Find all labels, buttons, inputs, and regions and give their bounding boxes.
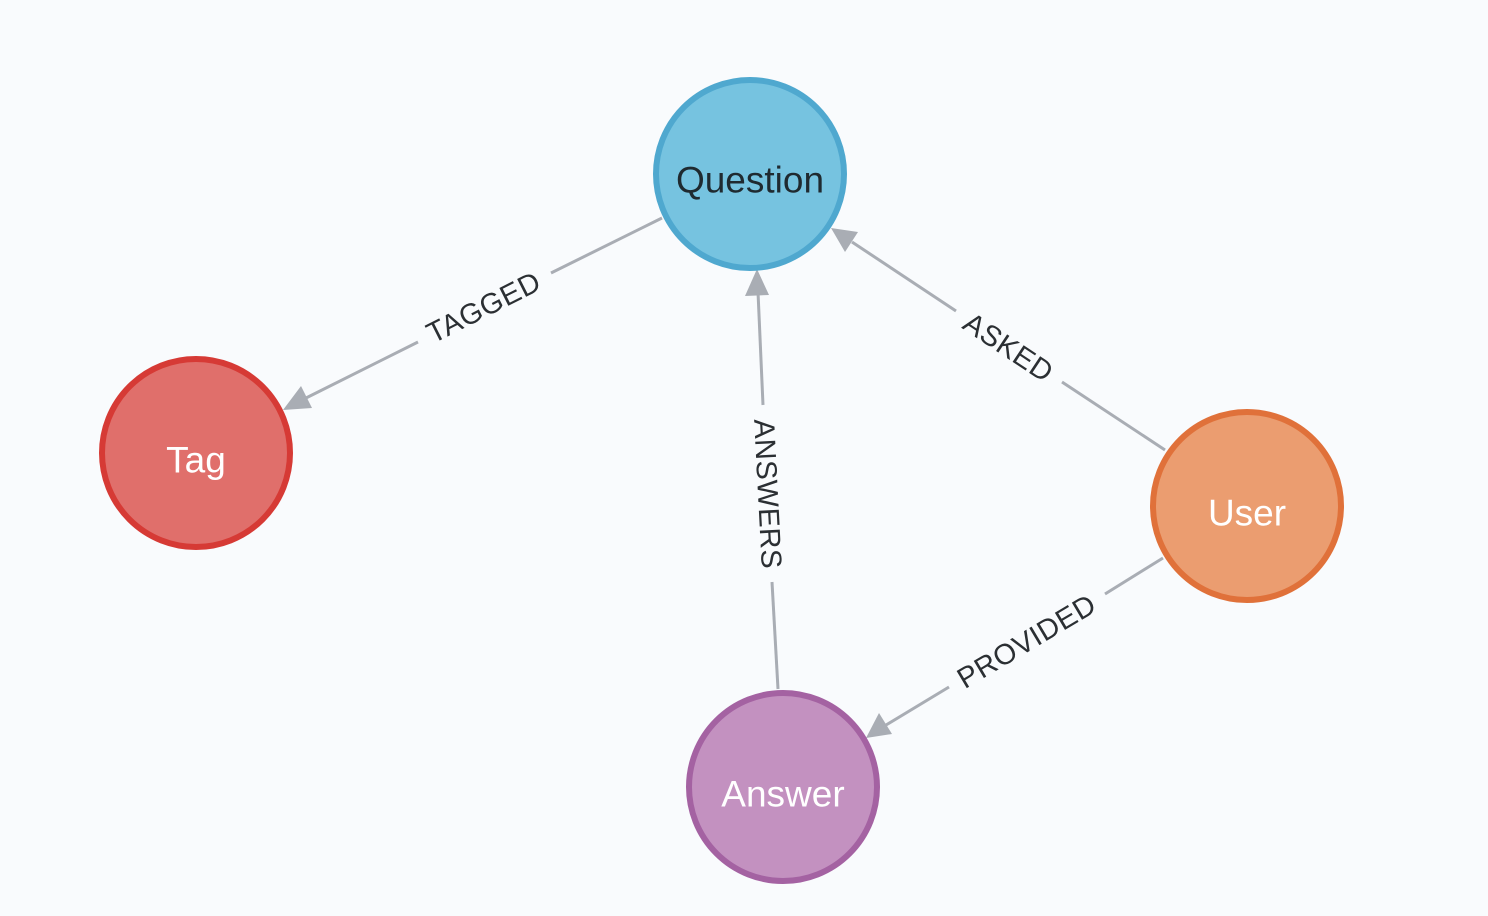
node-question[interactable]: Question — [653, 77, 847, 271]
edge-asked-line-b — [851, 240, 957, 313]
edge-provided-line-b — [885, 685, 950, 727]
edge-asked-arrowhead — [831, 228, 858, 252]
node-tag-label: Tag — [166, 440, 226, 481]
node-question-circle — [653, 77, 847, 271]
edge-provided-label: PROVIDED — [952, 589, 1102, 696]
edge-tagged-line-a — [550, 216, 663, 275]
edge-tagged[interactable]: TAGGED — [283, 216, 663, 410]
edge-asked-label: ASKED — [957, 307, 1059, 389]
node-tag[interactable]: Tag — [99, 356, 293, 550]
node-user-circle — [1150, 409, 1344, 603]
edge-provided-line-a — [1104, 556, 1164, 596]
edge-provided[interactable]: PROVIDED — [866, 556, 1164, 738]
edge-asked-line-a — [1061, 380, 1166, 452]
edge-provided-arrowhead — [866, 713, 892, 738]
node-tag-circle — [99, 356, 293, 550]
node-user[interactable]: User — [1150, 409, 1344, 603]
edge-tagged-line-b — [305, 340, 419, 400]
edge-answers-line-a — [770, 581, 780, 690]
edge-answers-label: ANSWERS — [747, 418, 787, 570]
edge-answers[interactable]: ANSWERS — [745, 269, 787, 690]
edge-answers-arrowhead — [745, 269, 769, 296]
node-answer[interactable]: Answer — [686, 690, 880, 884]
node-answer-circle — [686, 690, 880, 884]
edge-asked[interactable]: ASKED — [831, 228, 1166, 452]
node-answer-label: Answer — [721, 774, 844, 815]
node-user-label: User — [1208, 493, 1286, 534]
edge-tagged-arrowhead — [283, 386, 312, 410]
edge-tagged-label: TAGGED — [422, 266, 546, 350]
node-question-label: Question — [676, 160, 824, 201]
edge-answers-line-b — [756, 291, 765, 406]
